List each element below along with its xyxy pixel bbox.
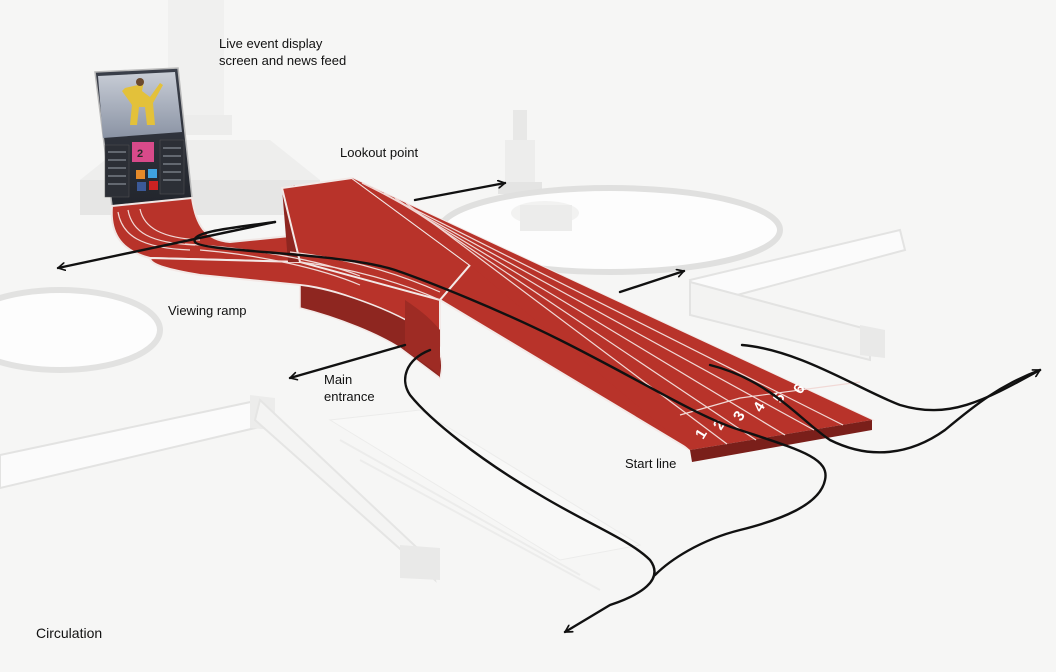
svg-text:2: 2 [137,148,143,160]
track-ribbon [110,176,876,462]
path-right-lower [708,363,1042,454]
display-screen: 2 [94,67,193,207]
youtube-icon [149,181,158,190]
label-lookout: Lookout point [340,145,419,160]
path-loop [193,220,827,577]
rss-icon [136,170,145,179]
start-line-mark [679,381,861,416]
label-screen: Live event display screen and news feed [219,36,347,68]
path-entrance-out [403,348,656,634]
label-main-entrance: Main entrance [324,372,375,404]
arrow-lookout [413,183,507,202]
circulation-arrows [56,183,1042,634]
arrow-main-entrance [288,343,407,378]
balustrade-right [688,228,907,362]
label-start-line: Start line [625,456,677,471]
label-viewing-ramp: Viewing ramp [168,303,247,318]
statue [498,110,542,194]
left-fountain [0,287,163,373]
athlete-figure [122,81,163,125]
steps [253,398,642,591]
fountain-basin [437,185,783,275]
facebook-icon [137,182,146,191]
arrow-right-mid [618,271,686,294]
twitter-icon [148,169,157,178]
arrow-left [56,220,277,268]
lane-lines [117,182,844,445]
label-circulation: Circulation [36,625,103,641]
